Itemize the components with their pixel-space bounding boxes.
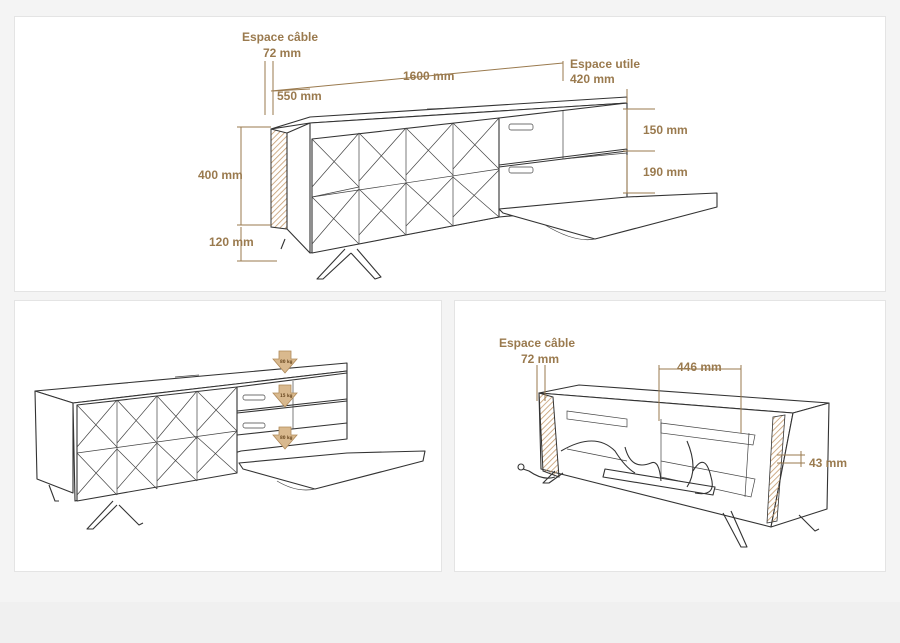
cable-space-label: Espace câble: [242, 30, 318, 44]
leg-height-dimension: 120 mm: [209, 235, 254, 249]
opening-width-dimension: 446 mm: [677, 360, 722, 374]
cable-management-diagram: Espace câble 72 mm 446 mm 43 mm: [499, 336, 847, 548]
cable-space-value: 72 mm: [263, 46, 301, 60]
open-flap-door: [238, 450, 426, 490]
load-label-top: 80 kg: [280, 359, 293, 364]
cable-space-label: Espace câble: [499, 336, 575, 350]
width-dimension: 1600 mm: [403, 69, 454, 83]
shelf-bottom-height: 190 mm: [643, 165, 688, 179]
load-label-shelf: 15 kg: [280, 393, 293, 398]
diamond-doors: [311, 117, 500, 254]
cabinet-back: [538, 392, 794, 528]
drawer-handle: [508, 166, 534, 174]
useful-space-label: Espace utile: [570, 57, 640, 71]
drawer-handle: [508, 123, 534, 131]
useful-space-value: 420 mm: [570, 72, 615, 86]
drawer-handle: [242, 394, 266, 401]
load-arrow: 80 kg: [272, 426, 298, 450]
cables: [560, 440, 713, 495]
load-arrow: 15 kg: [272, 384, 298, 408]
top-diagram-panel: Espace câble 72 mm 1600 mm Espace utile …: [14, 16, 886, 292]
cabinet-legs: [48, 484, 144, 530]
footer-strip: [0, 602, 900, 643]
gap-dimension: 43 mm: [809, 456, 847, 470]
load-capacity-diagram: 80 kg 15 kg 80 kg: [34, 350, 426, 530]
height-dimension: 400 mm: [198, 168, 243, 182]
cable-management-panel: Espace câble 72 mm 446 mm 43 mm: [454, 300, 886, 572]
cabinet-legs: [542, 470, 820, 548]
drawer-handle: [242, 422, 266, 429]
shelf-top-height: 150 mm: [643, 123, 688, 137]
open-flap-door: [498, 192, 718, 240]
power-strip: [602, 468, 716, 496]
door-width-dimension: 550 mm: [277, 89, 322, 103]
tv-cabinet-dimensions-diagram: Espace câble 72 mm 1600 mm Espace utile …: [198, 30, 718, 280]
cable-space-hatch: [538, 392, 560, 478]
load-label-bottom: 80 kg: [280, 435, 293, 440]
load-capacity-panel: 80 kg 15 kg 80 kg: [14, 300, 442, 572]
cable-space-hatch: [270, 128, 288, 230]
cable-space-value: 72 mm: [521, 352, 559, 366]
cabinet-legs: [280, 238, 382, 280]
load-arrow: 80 kg: [272, 350, 298, 374]
power-plug-icon: [517, 463, 525, 471]
